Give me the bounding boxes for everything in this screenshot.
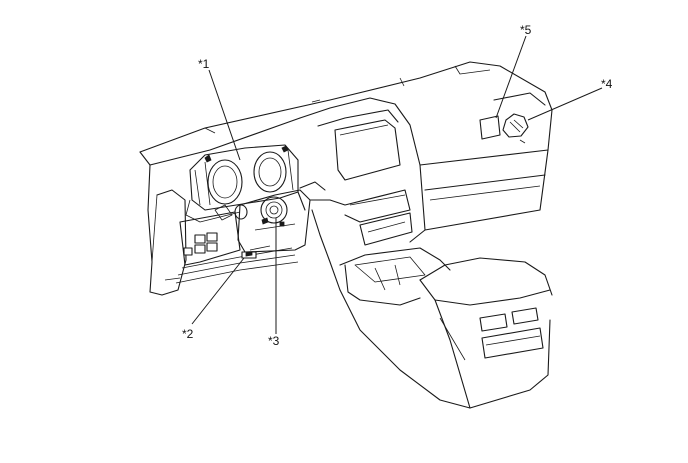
callout-2: *2 [182,327,194,341]
left-dash-panel [147,164,187,296]
leader-lines [191,35,603,334]
dashboard-top [139,61,553,166]
right-dash-panel [419,92,549,231]
combination-meter [185,144,299,223]
lower-left-switch-panel [175,211,299,284]
steering-column [214,181,326,253]
callout-3: *3 [268,334,280,348]
callout-1: *1 [198,57,210,71]
callout-4: *4 [601,77,613,91]
callout-5: *5 [520,23,532,37]
callout-labels: *1 *2 *3 *4 *5 [182,23,613,348]
center-stack [297,97,426,291]
center-console [339,247,553,409]
